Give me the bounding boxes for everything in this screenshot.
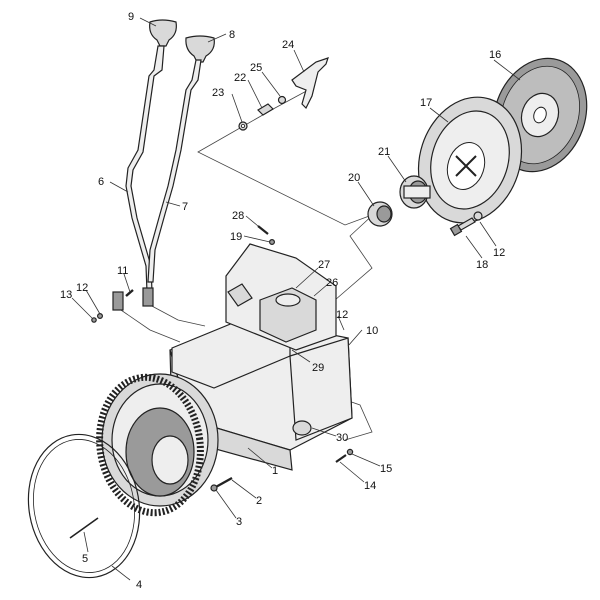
guide-lever-left xyxy=(117,307,181,343)
washer-3 xyxy=(210,484,218,492)
callout-23: 23 xyxy=(212,87,224,99)
callout-12-rear: 12 xyxy=(336,309,348,321)
callout-18: 18 xyxy=(476,259,488,271)
callout-12-lever: 12 xyxy=(76,282,88,294)
pin-22 xyxy=(257,103,274,116)
callout-24: 24 xyxy=(282,39,294,51)
callout-9: 9 xyxy=(128,11,134,23)
shift-knob-8 xyxy=(185,35,215,63)
lever-bolts xyxy=(91,289,134,323)
callout-27: 27 xyxy=(318,259,330,271)
callout-6: 6 xyxy=(98,176,104,188)
shift-rod-7 xyxy=(147,59,202,283)
callout-25: 25 xyxy=(250,62,262,74)
shift-boot-27 xyxy=(259,287,317,343)
shift-lever-9 xyxy=(125,19,177,307)
guide-lever-right xyxy=(149,304,206,327)
callout-1: 1 xyxy=(272,465,278,477)
callout-4: 4 xyxy=(136,579,142,591)
leader-lines xyxy=(71,17,521,581)
release-bearing-21 xyxy=(399,175,431,209)
callout-15: 15 xyxy=(380,463,392,475)
bearing-sleeve-20 xyxy=(367,201,393,227)
callout-13: 13 xyxy=(60,289,72,301)
callout-11: 11 xyxy=(117,265,128,277)
shift-rod-6 xyxy=(125,45,165,293)
assembly-guide-lines xyxy=(117,87,377,441)
flywheel-ring-gear xyxy=(96,373,204,517)
callout-14: 14 xyxy=(364,480,376,492)
callout-29: 30 xyxy=(336,432,348,444)
top-bolts xyxy=(257,225,276,246)
washer-25 xyxy=(277,95,287,105)
ring-gear-teeth xyxy=(96,373,204,517)
shift-cover-26 xyxy=(227,283,253,307)
callout-3: 3 xyxy=(236,516,242,528)
rear-bolts xyxy=(335,448,354,463)
callout-labels: 9 8 6 7 11 12 13 23 22 25 24 16 17 21 20… xyxy=(60,11,505,591)
washer-15 xyxy=(346,448,354,456)
callout-2: 2 xyxy=(256,495,262,507)
callout-19: 19 xyxy=(230,231,242,243)
nut-13 xyxy=(91,317,97,323)
bolt-14 xyxy=(335,454,347,463)
washer-12 xyxy=(96,313,103,320)
lever-clamp-right xyxy=(142,287,154,307)
bolt-28 xyxy=(257,225,269,235)
gasket-4 xyxy=(27,433,141,579)
callout-12-plate: 12 xyxy=(493,247,505,259)
callout-16: 16 xyxy=(489,49,501,61)
washer-19 xyxy=(269,239,276,246)
shift-knob-9 xyxy=(149,19,177,47)
dowel-pin-5 xyxy=(69,517,99,539)
callout-17: 17 xyxy=(420,97,432,109)
callout-10: 10 xyxy=(366,325,378,337)
lever-clamp-left xyxy=(112,291,124,311)
rear-housing-10 xyxy=(289,337,353,441)
release-fork-group xyxy=(238,57,329,131)
guide-fork-to-housing xyxy=(197,87,373,226)
callout-20: 20 xyxy=(348,172,360,184)
plate-bolt-group xyxy=(449,211,483,237)
housing-bolts xyxy=(210,476,233,492)
callout-22: 22 xyxy=(234,72,246,84)
washer-12-plate xyxy=(473,211,483,221)
shift-lever-8 xyxy=(112,35,215,311)
callout-7: 7 xyxy=(182,201,188,213)
callout-21: 21 xyxy=(378,146,390,158)
callout-5: 5 xyxy=(82,553,88,565)
bolt-11 xyxy=(125,289,134,297)
plug-29 xyxy=(292,420,312,436)
pressure-plate-17 xyxy=(417,96,523,224)
callout-30: 29 xyxy=(312,362,324,374)
guide-bearing-to-housing xyxy=(334,211,377,301)
callout-28: 28 xyxy=(232,210,244,222)
callout-8: 8 xyxy=(229,29,235,41)
release-fork-24 xyxy=(291,57,329,110)
diaphragm-fingers xyxy=(455,155,477,177)
callout-26: 26 xyxy=(326,277,338,289)
